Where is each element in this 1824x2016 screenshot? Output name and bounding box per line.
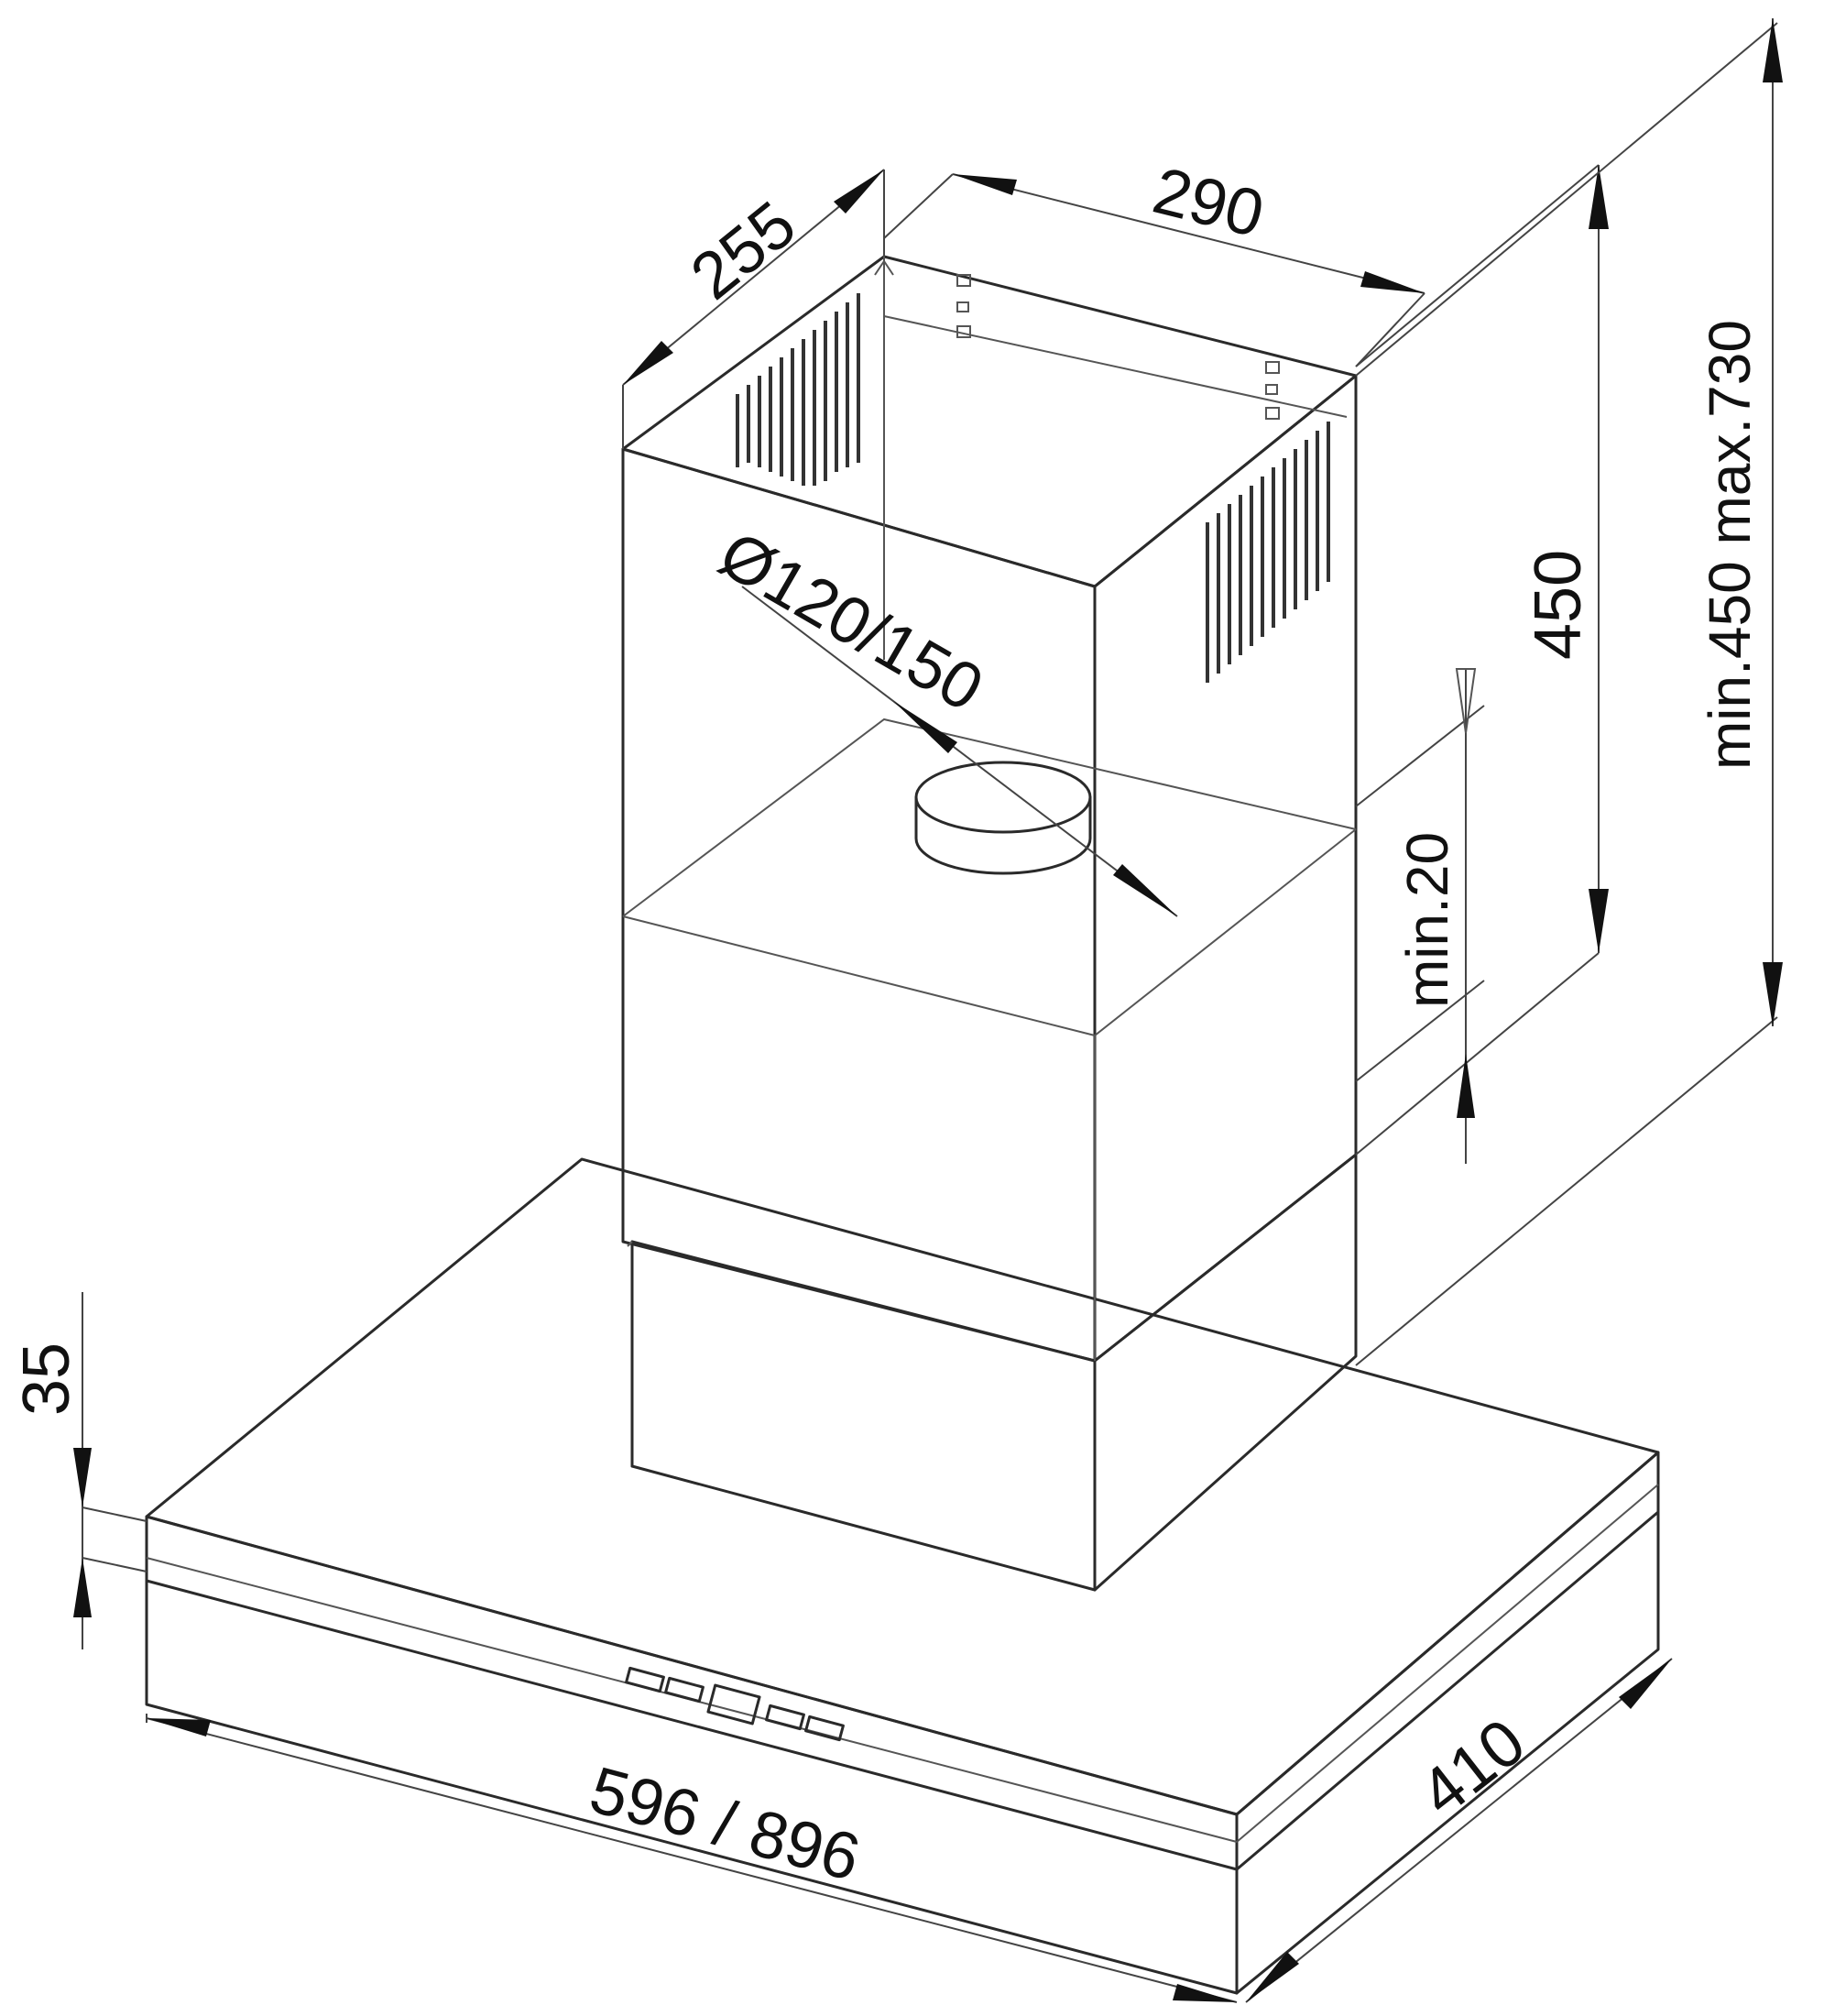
control-display xyxy=(706,1683,761,1726)
dimension-min-gap: min.20 xyxy=(1355,668,1485,1164)
dimension-chimney-height: 450 xyxy=(1355,164,1609,1156)
dimension-canopy-width: 596 / 896 xyxy=(146,1714,1238,2003)
dimension-label-canopy-thickness: 35 xyxy=(10,1342,83,1416)
dimension-chimney-width: 290 xyxy=(883,154,1425,367)
chimney-upper xyxy=(621,255,1358,1363)
dimension-label-duct-diameter: Ø120/150 xyxy=(707,518,995,726)
dimension-chimney-depth: 255 xyxy=(622,169,885,449)
dimension-canopy-depth: 410 xyxy=(1245,1658,1673,2003)
dimension-label-chimney-depth: 255 xyxy=(678,188,810,314)
duct-collar xyxy=(914,761,1092,875)
control-button xyxy=(664,1676,704,1704)
vent-grille-right xyxy=(1206,422,1330,683)
vent-grille-left xyxy=(736,293,860,486)
control-button xyxy=(804,1715,845,1742)
canopy-lower-edge xyxy=(145,1579,1239,1995)
dimension-label-canopy-depth: 410 xyxy=(1407,1705,1539,1831)
dimension-canopy-thickness: 35 xyxy=(10,1292,147,1649)
chimney-lower-side xyxy=(1093,1153,1358,1592)
control-panel xyxy=(625,1666,845,1742)
chimney-lower-front xyxy=(630,1240,1097,1592)
dimension-label-chimney-height: 450 xyxy=(1522,550,1595,660)
dimension-label-chimney-width: 290 xyxy=(1146,154,1271,252)
chimney-lower xyxy=(630,1153,1358,1592)
canopy xyxy=(145,1157,1660,1995)
control-button xyxy=(625,1666,665,1693)
dimension-total-height: min.450 max.730 xyxy=(1355,18,1783,1366)
canopy-top-face xyxy=(145,1157,1660,1816)
dimension-label-canopy-width: 596 / 896 xyxy=(583,1753,868,1895)
dimension-label-total-height: min.450 max.730 xyxy=(1697,320,1763,770)
control-button xyxy=(765,1704,805,1731)
dimension-label-min-gap: min.20 xyxy=(1394,832,1460,1008)
